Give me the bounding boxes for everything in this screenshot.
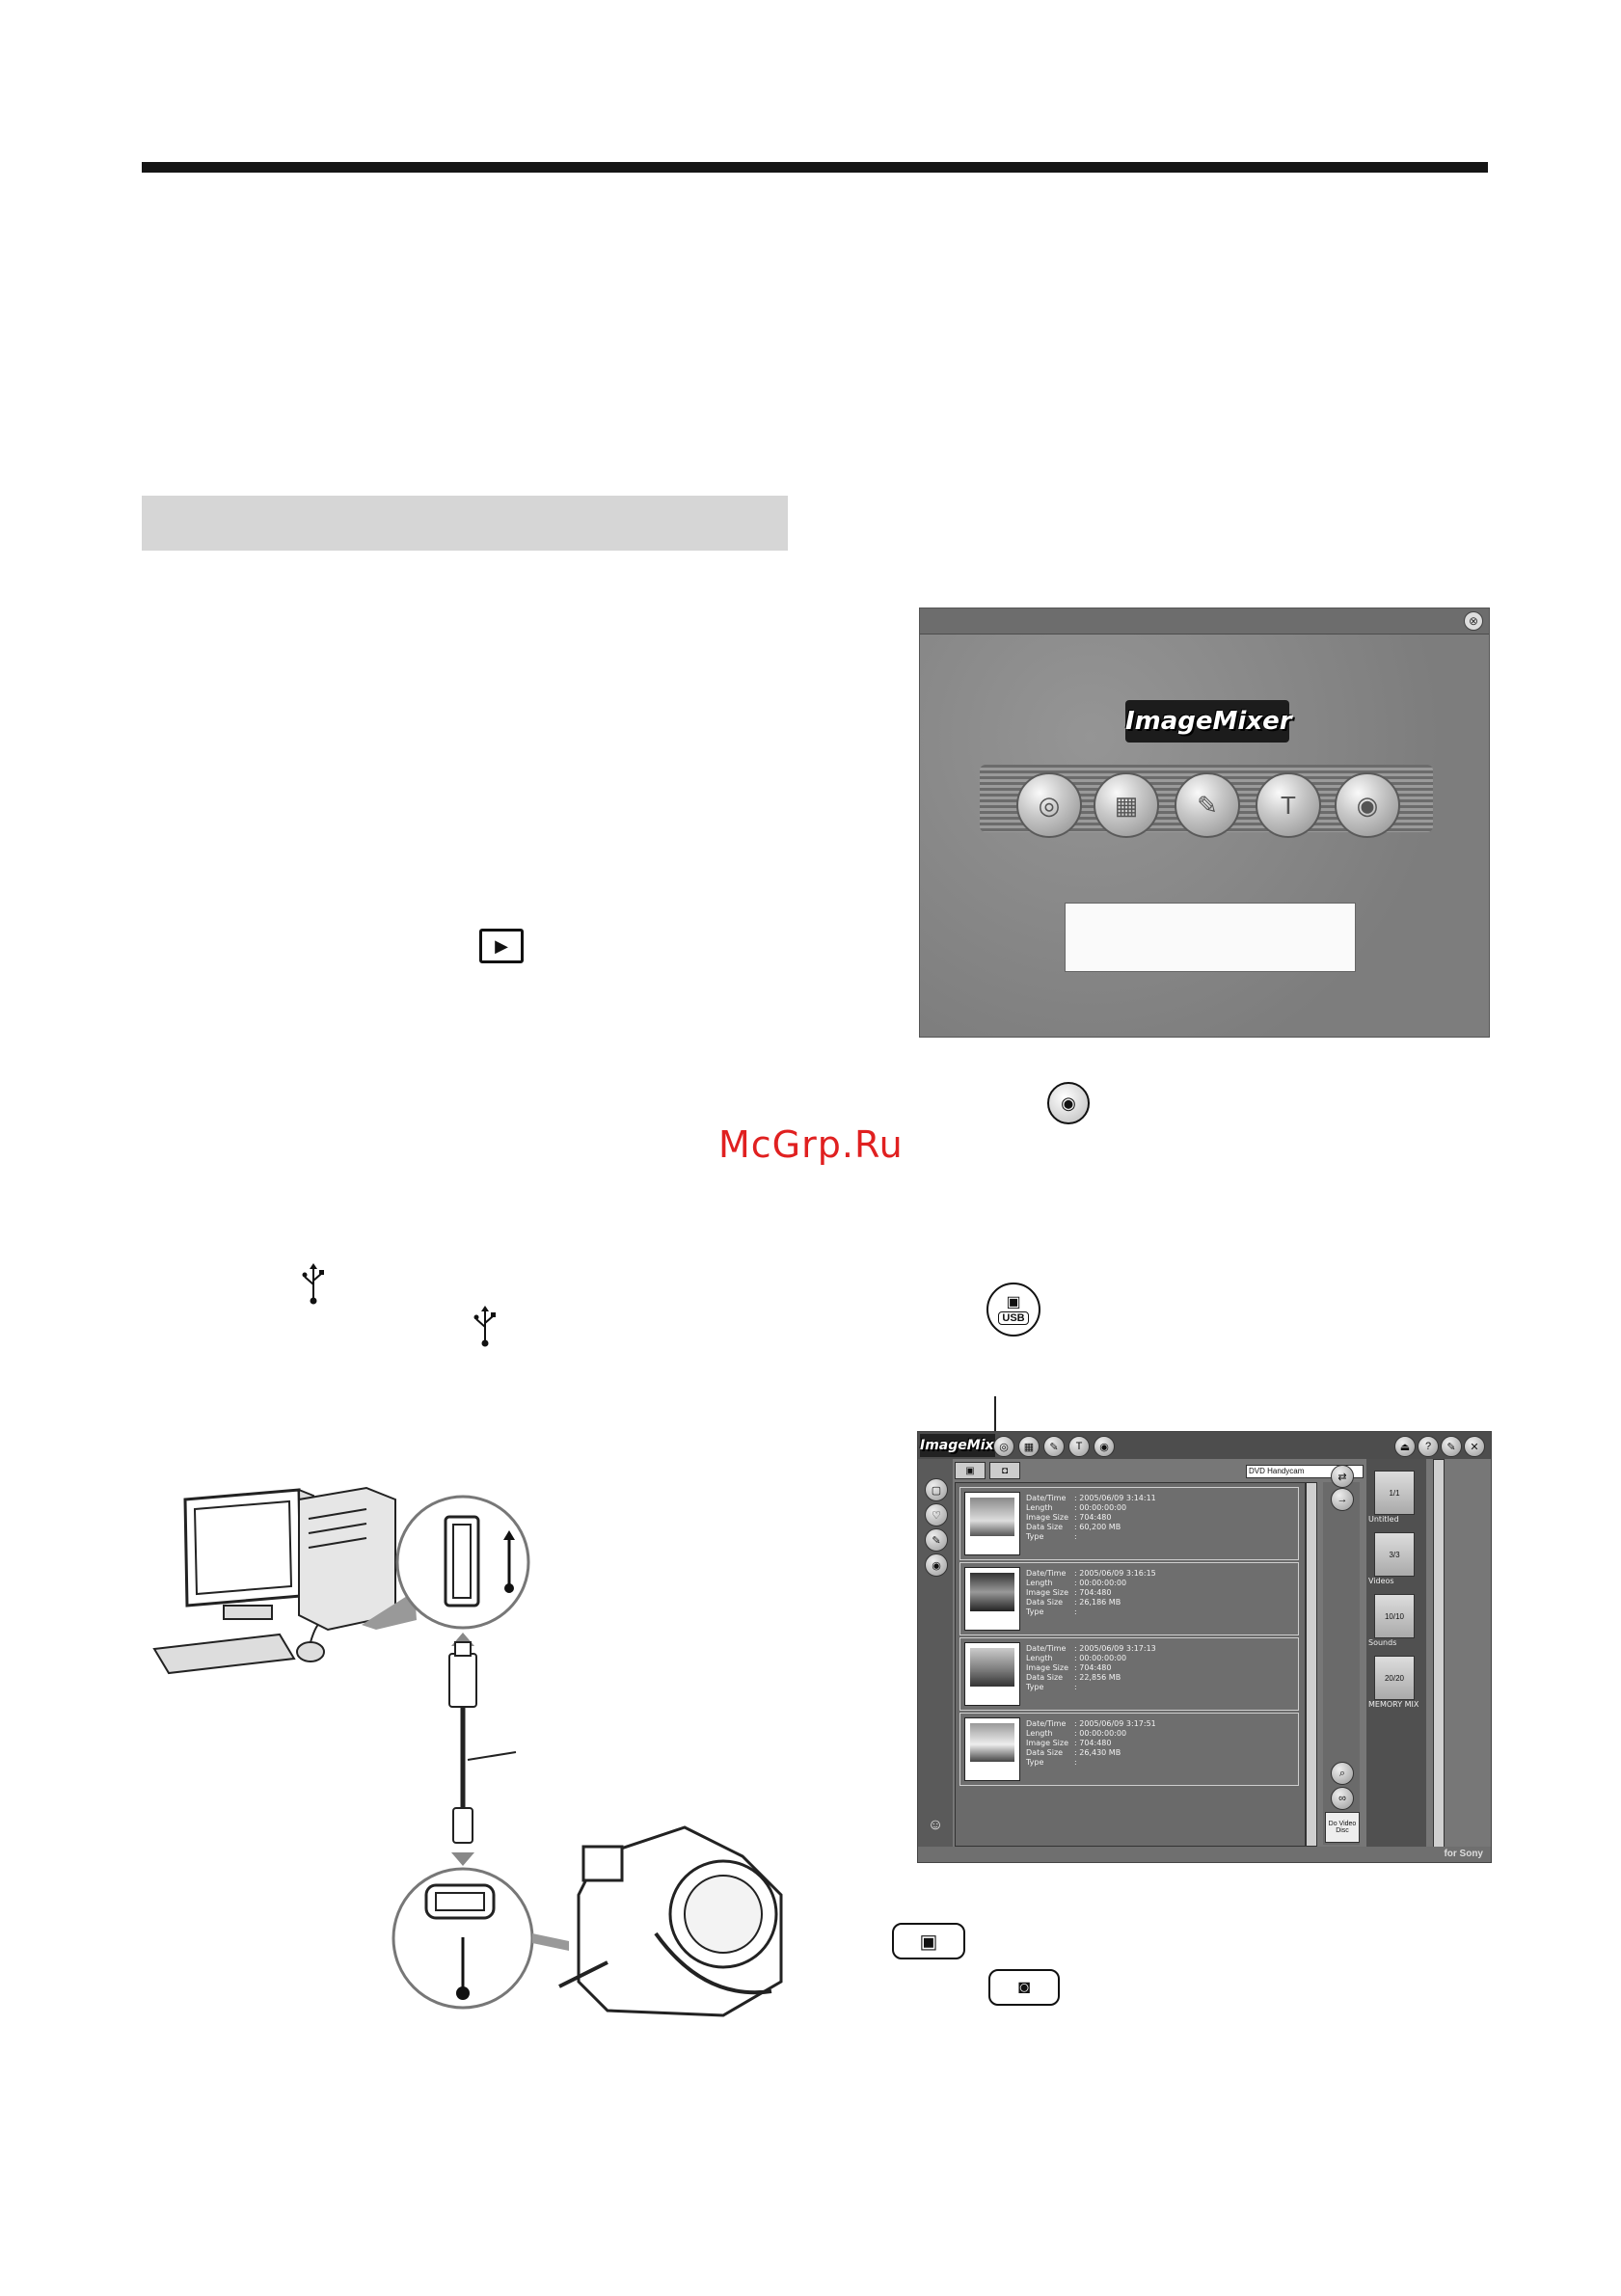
imagemixer-logo: ImageMixer <box>1125 700 1292 743</box>
list-scrollbar[interactable] <box>1306 1482 1317 1847</box>
usb-camera-icon: ▣ USB <box>986 1283 1040 1337</box>
album-folder[interactable]: 20/20 <box>1374 1656 1415 1700</box>
toolbar-clapper-icon[interactable]: ✎ <box>1043 1436 1065 1457</box>
thumbnail[interactable] <box>964 1567 1020 1631</box>
rail-album-icon[interactable]: ▢ <box>925 1478 948 1501</box>
thumbnail[interactable] <box>964 1717 1020 1781</box>
album-folder-label: Sounds <box>1368 1638 1397 1647</box>
photo-mode-icon: ◙ <box>988 1969 1060 2006</box>
left-rail: ▢ ♡ ✎ ◉ ☺ <box>918 1459 953 1847</box>
callout-line <box>994 1396 996 1452</box>
list-item[interactable]: Date/Time: 2005/06/09 3:17:51 Length: 00… <box>959 1713 1299 1786</box>
camcorder-icon <box>558 1825 783 2017</box>
import-icon[interactable]: ⇄ <box>1331 1465 1354 1488</box>
close-icon[interactable]: ✕ <box>1464 1436 1485 1457</box>
list-item[interactable]: Date/Time: 2005/06/09 3:17:13 Length: 00… <box>959 1637 1299 1711</box>
toolbar-cd-icon[interactable]: ◉ <box>1094 1436 1115 1457</box>
usb-label: USB <box>998 1311 1029 1325</box>
album-scrollbar[interactable] <box>1433 1459 1445 1849</box>
app-logo: ImageMixer <box>920 1434 1010 1457</box>
album-folder[interactable]: 3/3 <box>1374 1532 1415 1577</box>
imagemixer-app-window: ImageMixer ◎ ▦ ✎ T ◉ ⏏ ? ✎ ✕ ▣ ◘ DVD Han… <box>917 1431 1492 1863</box>
watermark: McGrp.Ru <box>718 1123 904 1166</box>
splash-title-bar: ⊗ <box>920 608 1489 635</box>
cd-icon[interactable]: ◉ <box>1335 772 1400 838</box>
top-rule <box>142 162 1488 173</box>
mascot-icon: ☺ <box>927 1817 944 1833</box>
album-folder[interactable]: 10/10 <box>1374 1594 1415 1638</box>
section-header-band <box>142 496 788 551</box>
list-item[interactable]: Date/Time: 2005/06/09 3:14:11 Length: 00… <box>959 1487 1299 1560</box>
status-bar: for Sony <box>918 1847 1491 1862</box>
album-icon[interactable]: ▦ <box>1094 772 1159 838</box>
movie-mode-icon: ▣ <box>892 1923 965 1959</box>
computer-icon <box>152 1486 396 1675</box>
rail-heart-icon[interactable]: ♡ <box>925 1503 948 1526</box>
usb-symbol-icon <box>473 1306 498 1353</box>
usb-cable-icon <box>448 1641 517 1844</box>
video-tab-icon[interactable]: ▣ <box>955 1462 986 1479</box>
album-column: 1/1 Untitled 3/3 Videos 10/10 Sounds 20/… <box>1366 1459 1426 1847</box>
camera-launch-icon: ◉ <box>1047 1082 1090 1124</box>
usb-symbol-icon <box>301 1263 326 1310</box>
camera-glyph-icon: ▣ <box>1006 1294 1021 1310</box>
zoom-icon[interactable]: ⌕ <box>1331 1762 1354 1785</box>
album-folder[interactable]: 1/1 <box>1374 1471 1415 1515</box>
list-item[interactable]: Date/Time: 2005/06/09 3:16:15 Length: 00… <box>959 1562 1299 1635</box>
thumbnail[interactable] <box>964 1492 1020 1555</box>
title-icon[interactable]: T <box>1256 772 1321 838</box>
photo-tab-icon[interactable]: ◘ <box>989 1462 1020 1479</box>
dvd-badge: Do Video Disc <box>1325 1812 1360 1843</box>
imagemixer-splash-window: ⊗ ImageMixer ◎ ▦ ✎ T ◉ <box>919 608 1490 1038</box>
vendor-label: for Sony <box>1444 1849 1483 1859</box>
action-column: ⇄ → ⌕ ∞ Do Video Disc <box>1323 1465 1360 1845</box>
link-icon[interactable]: ∞ <box>1331 1787 1354 1810</box>
thumbnail[interactable] <box>964 1642 1020 1706</box>
play-icon: ▶ <box>479 929 524 963</box>
connection-illustration <box>152 1486 783 2017</box>
usb-port-icon <box>395 1495 530 1630</box>
toolbar-title-icon[interactable]: T <box>1068 1436 1090 1457</box>
transfer-icon[interactable]: → <box>1331 1488 1354 1511</box>
album-folder-label: MEMORY MIX <box>1368 1700 1419 1709</box>
album-folder-label: Videos <box>1368 1577 1394 1585</box>
disc-icon[interactable]: ◎ <box>1016 772 1082 838</box>
file-list: Date/Time: 2005/06/09 3:14:11 Length: 00… <box>955 1482 1306 1847</box>
play-glyph: ▶ <box>495 935 508 956</box>
rail-camera-icon[interactable]: ◉ <box>925 1553 948 1577</box>
toolbar-album-icon[interactable]: ▦ <box>1018 1436 1040 1457</box>
help-icon[interactable]: ? <box>1418 1436 1439 1457</box>
toolbar-disc-icon[interactable]: ◎ <box>993 1436 1014 1457</box>
close-icon[interactable]: ⊗ <box>1464 611 1483 631</box>
album-folder-label: Untitled <box>1368 1515 1399 1524</box>
settings-icon[interactable]: ✎ <box>1441 1436 1462 1457</box>
splash-message-box <box>1065 903 1356 972</box>
clapper-icon[interactable]: ✎ <box>1175 772 1240 838</box>
rail-edit-icon[interactable]: ✎ <box>925 1528 948 1552</box>
eject-icon[interactable]: ⏏ <box>1394 1436 1416 1457</box>
app-toolbar: ImageMixer ◎ ▦ ✎ T ◉ ⏏ ? ✎ ✕ <box>918 1432 1491 1459</box>
